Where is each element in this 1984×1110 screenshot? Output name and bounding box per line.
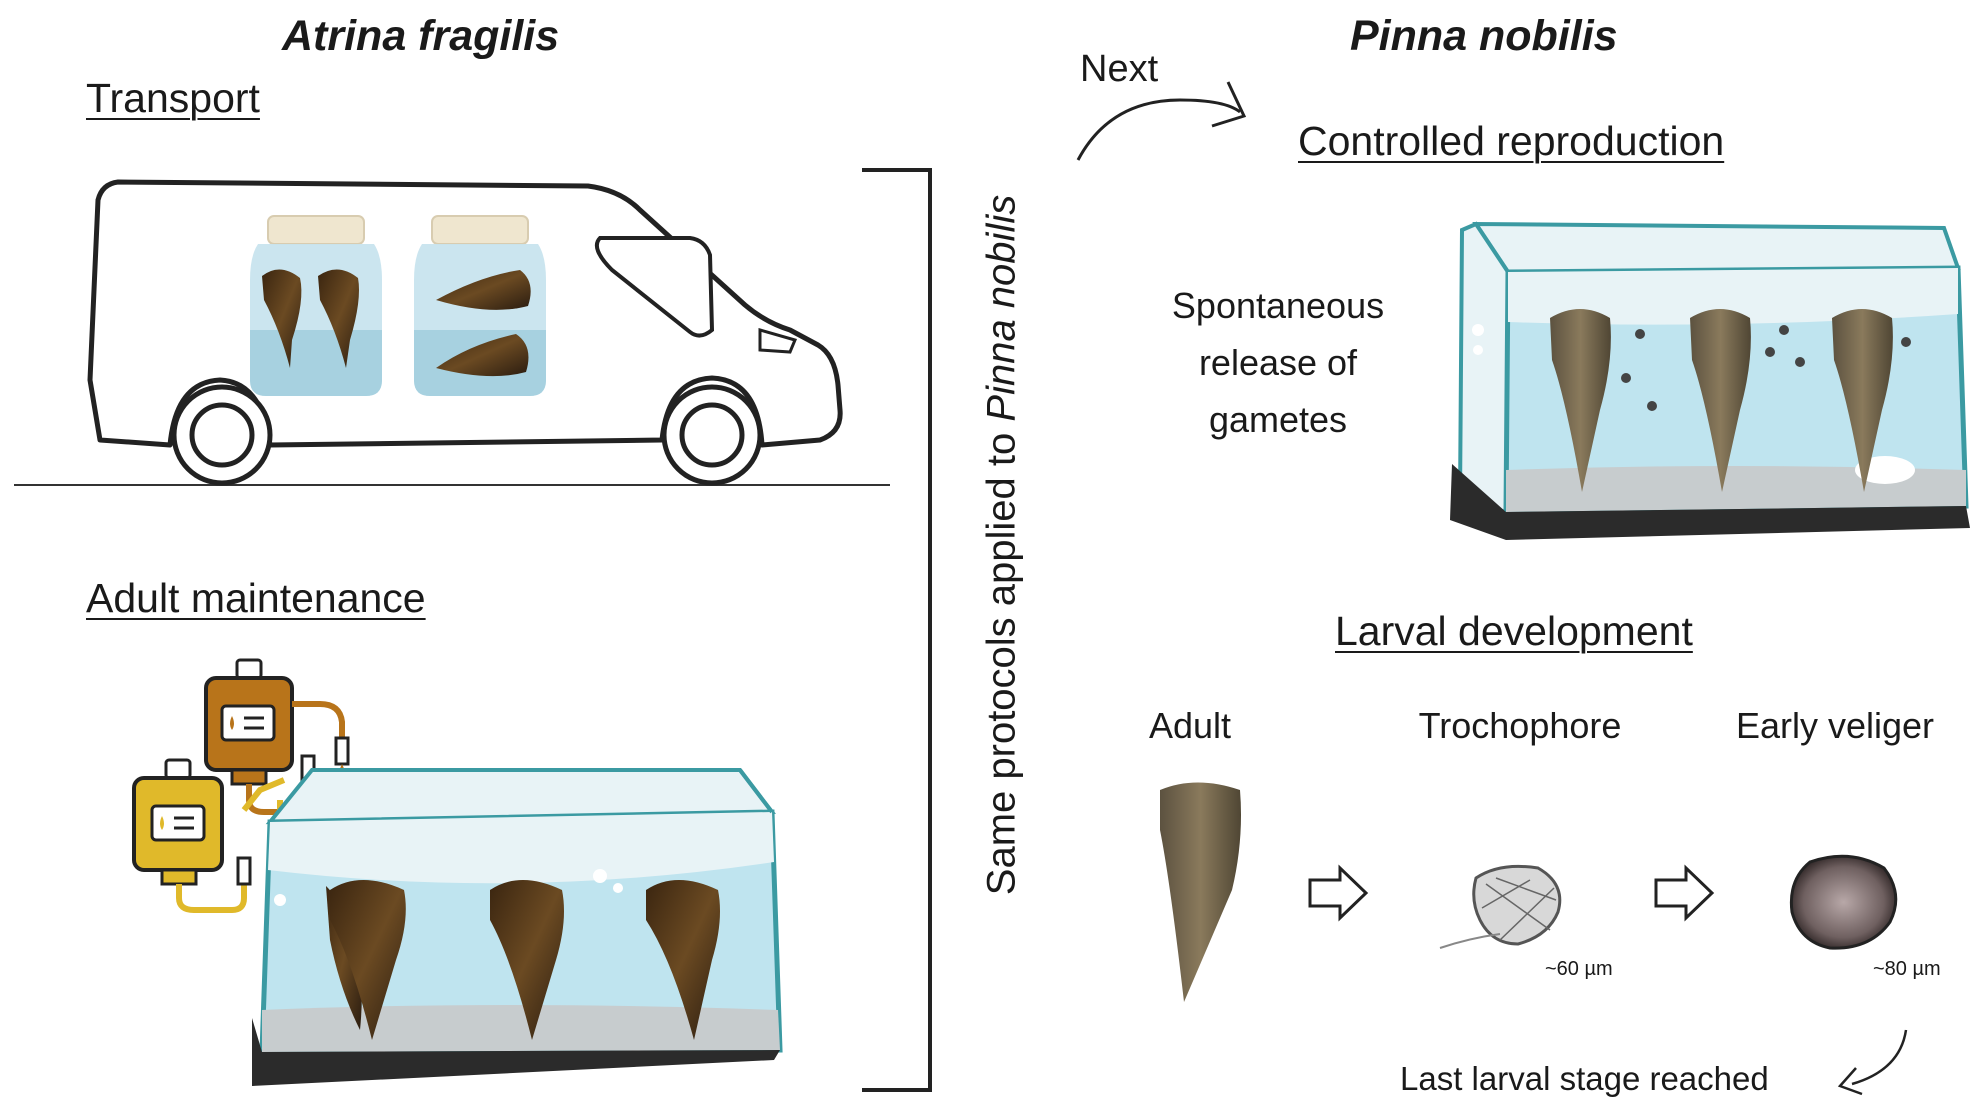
adult-shell [1160, 782, 1241, 1002]
release-text-line-2: release of [1198, 342, 1358, 383]
tank-base [252, 1018, 780, 1086]
early-veliger-image [1789, 854, 1898, 950]
shell [490, 880, 564, 1040]
transport-jar-2 [414, 215, 546, 396]
larval-development-heading: Larval development [1335, 608, 1693, 654]
reproduction-tank [1450, 221, 1970, 540]
trochophore-size: ~60 µm [1545, 958, 1613, 980]
release-text-line-1: Spontaneous [1171, 285, 1385, 326]
van-window [595, 236, 715, 338]
transport-heading: Transport [86, 75, 260, 121]
jar-lid [431, 215, 529, 245]
last-larval-stage-text: Last larval stage reached [1400, 1060, 1769, 1097]
shell [318, 269, 359, 368]
maintenance-setup [132, 658, 783, 1086]
controlled-reproduction-heading: Controlled reproduction [1298, 118, 1725, 164]
stage-arrow-1 [1308, 864, 1369, 922]
shell [1550, 309, 1611, 492]
last-stage-arrow [1851, 1029, 1908, 1086]
shell [1690, 309, 1751, 492]
protocol-bracket [862, 168, 932, 1092]
transport-jar-1 [250, 215, 382, 396]
stage-arrow-2 [1654, 864, 1715, 922]
maintenance-tank [252, 768, 783, 1086]
last-stage-arrow-head [1837, 1067, 1863, 1096]
shell [262, 269, 302, 368]
shell [1832, 309, 1893, 492]
stage-label-early-veliger: Early veliger [1735, 705, 1935, 746]
left-species-title: Atrina fragilis [282, 12, 560, 60]
next-label: Next [1080, 48, 1159, 90]
shell [436, 270, 531, 310]
van-headlight [758, 328, 798, 354]
next-arrow-head [1211, 81, 1247, 128]
adult-maintenance-heading: Adult maintenance [86, 575, 426, 621]
van-illustration [14, 179, 890, 486]
next-arrow [1076, 98, 1241, 161]
jar-lid [267, 215, 365, 245]
stage-label-adult: Adult [1148, 705, 1232, 746]
gametes [1621, 325, 1911, 411]
stage-label-trochophore: Trochophore [1418, 705, 1622, 746]
shell [436, 334, 529, 377]
right-species-title: Pinna nobilis [1350, 12, 1618, 60]
shell [646, 880, 720, 1040]
release-text-line-3: gametes [1208, 399, 1348, 440]
veliger-size: ~80 µm [1873, 958, 1941, 980]
tank-base [1450, 464, 1970, 540]
shell [330, 880, 406, 1040]
trochophore-image [1439, 864, 1562, 949]
food-bag-yellow [132, 758, 288, 913]
